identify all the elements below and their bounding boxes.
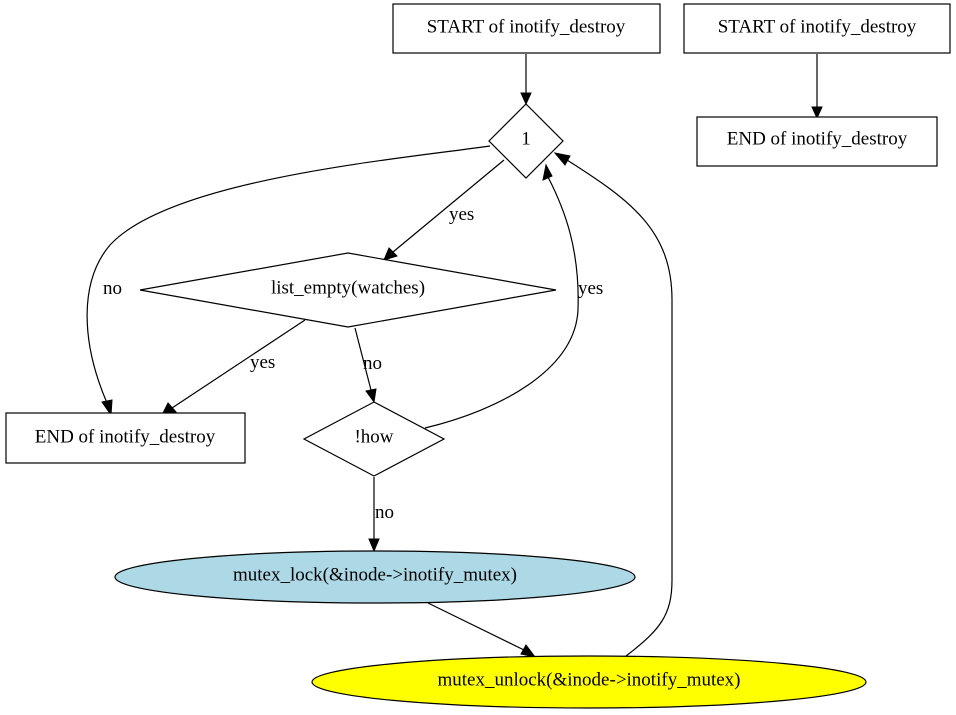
edge-list-empty-to-not-wow: no (354, 327, 382, 404)
edge-label-list-empty-yes: yes (250, 352, 275, 373)
loop-condition-label: 1 (521, 129, 531, 150)
edge-not-wow-to-mutex-lock: no (368, 477, 394, 553)
mutex-lock-ellipse: mutex_lock(&inode->inotify_mutex) (114, 550, 636, 604)
edge-start1-to-loop (520, 54, 532, 106)
loop-condition-diamond: 1 (488, 103, 564, 179)
end-node-left-label: END of inotify_destroy (35, 427, 216, 448)
edge-loop-to-list-empty: yes (383, 159, 505, 261)
edge-label-not-wow-yes: yes (578, 278, 603, 299)
edge-label-list-empty-no: no (363, 353, 382, 374)
edge-label-loop-no: no (103, 278, 122, 299)
edge-not-wow-to-loop: yes (424, 163, 603, 429)
start-node-main: START of inotify_destroy (392, 3, 661, 54)
mutex-unlock-ellipse: mutex_unlock(&inode->inotify_mutex) (311, 655, 867, 709)
edge-list-empty-to-end-left: yes (161, 319, 306, 416)
start-node-secondary-label: START of inotify_destroy (718, 17, 917, 38)
end-node-top: END of inotify_destroy (696, 116, 938, 167)
not-wow-diamond: !how (302, 401, 446, 477)
edge-mutex-unlock-to-loop (553, 152, 673, 657)
end-node-top-label: END of inotify_destroy (727, 129, 908, 150)
mutex-unlock-label: mutex_unlock(&inode->inotify_mutex) (437, 670, 740, 691)
start-node-secondary: START of inotify_destroy (683, 3, 951, 54)
mutex-lock-label: mutex_lock(&inode->inotify_mutex) (233, 565, 517, 586)
end-node-left: END of inotify_destroy (5, 412, 246, 464)
not-wow-label: !how (354, 427, 393, 448)
list-empty-diamond: list_empty(watches) (139, 252, 557, 328)
edge-label-loop-yes: yes (449, 204, 474, 225)
list-empty-label: list_empty(watches) (271, 278, 425, 299)
edge-start2-to-end-top (811, 54, 823, 120)
start-node-main-label: START of inotify_destroy (427, 17, 626, 38)
edge-label-not-wow-no: no (375, 502, 394, 523)
edge-loop-to-end-left: no (86, 145, 491, 417)
edge-mutex-lock-to-mutex-unlock (427, 602, 537, 658)
